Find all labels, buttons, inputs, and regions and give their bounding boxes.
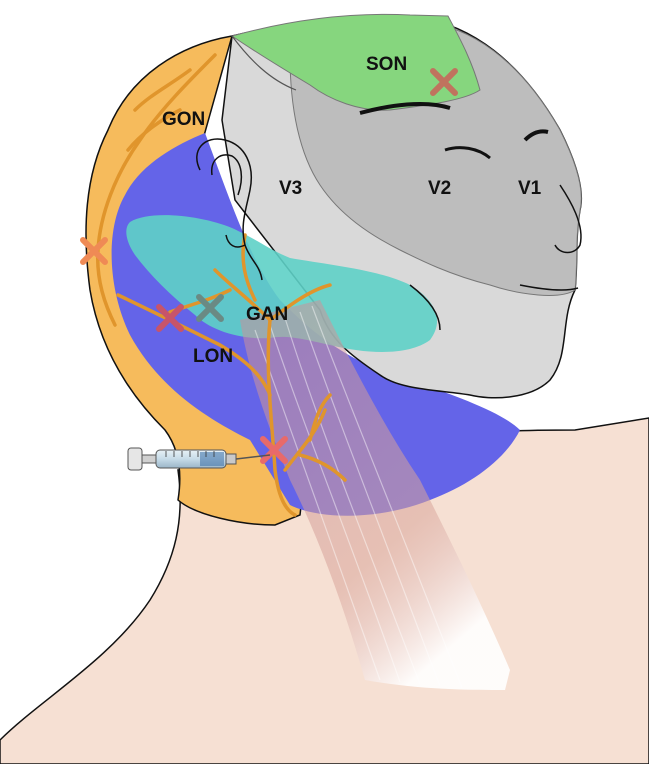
- label-gon: GON: [162, 109, 205, 130]
- label-gan: GAN: [246, 304, 288, 325]
- label-son: SON: [366, 54, 407, 75]
- label-lon: LON: [193, 346, 233, 367]
- label-v1: V1: [518, 178, 542, 199]
- label-v3: V3: [279, 178, 302, 199]
- label-v2: V2: [428, 178, 451, 199]
